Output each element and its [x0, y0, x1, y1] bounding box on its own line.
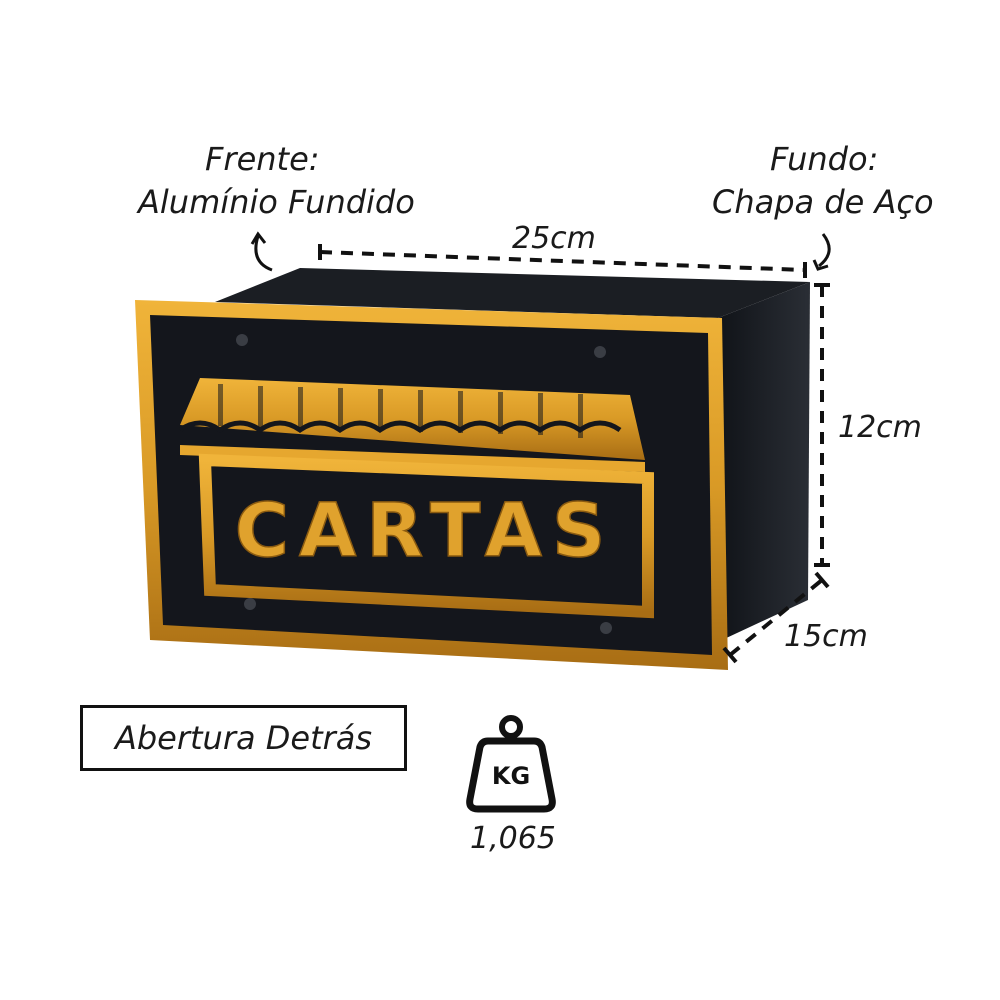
box-side	[718, 282, 810, 640]
front-plate: CARTAS	[135, 300, 728, 670]
awning	[178, 378, 645, 472]
curved-arrow-icon	[250, 231, 273, 272]
width-dimension-line	[319, 250, 806, 272]
height-label: 12cm	[838, 410, 922, 445]
width-label: 25cm	[512, 221, 596, 256]
weight-unit: KG	[492, 762, 530, 790]
curved-arrow-icon	[812, 233, 831, 271]
back-title: Fundo:	[770, 140, 879, 178]
depth-label: 15cm	[784, 619, 868, 654]
screw	[594, 346, 606, 358]
weight-icon: KG	[466, 715, 556, 813]
mailbox-body	[215, 268, 810, 640]
screw	[236, 334, 248, 346]
weight-value: 1,065	[470, 821, 556, 856]
front-title: Frente:	[205, 140, 320, 178]
plate-inner-frame	[198, 453, 654, 619]
back-material: Chapa de Aço	[712, 183, 934, 221]
box-top	[215, 268, 810, 318]
dimension-lines	[318, 244, 830, 664]
opening-label: Abertura Detrás	[114, 719, 373, 757]
opening-label-box: Abertura Detrás	[80, 705, 407, 771]
screw	[600, 622, 612, 634]
front-material: Alumínio Fundido	[138, 183, 415, 221]
plate-text: CARTAS	[235, 488, 616, 574]
screw	[244, 598, 256, 610]
